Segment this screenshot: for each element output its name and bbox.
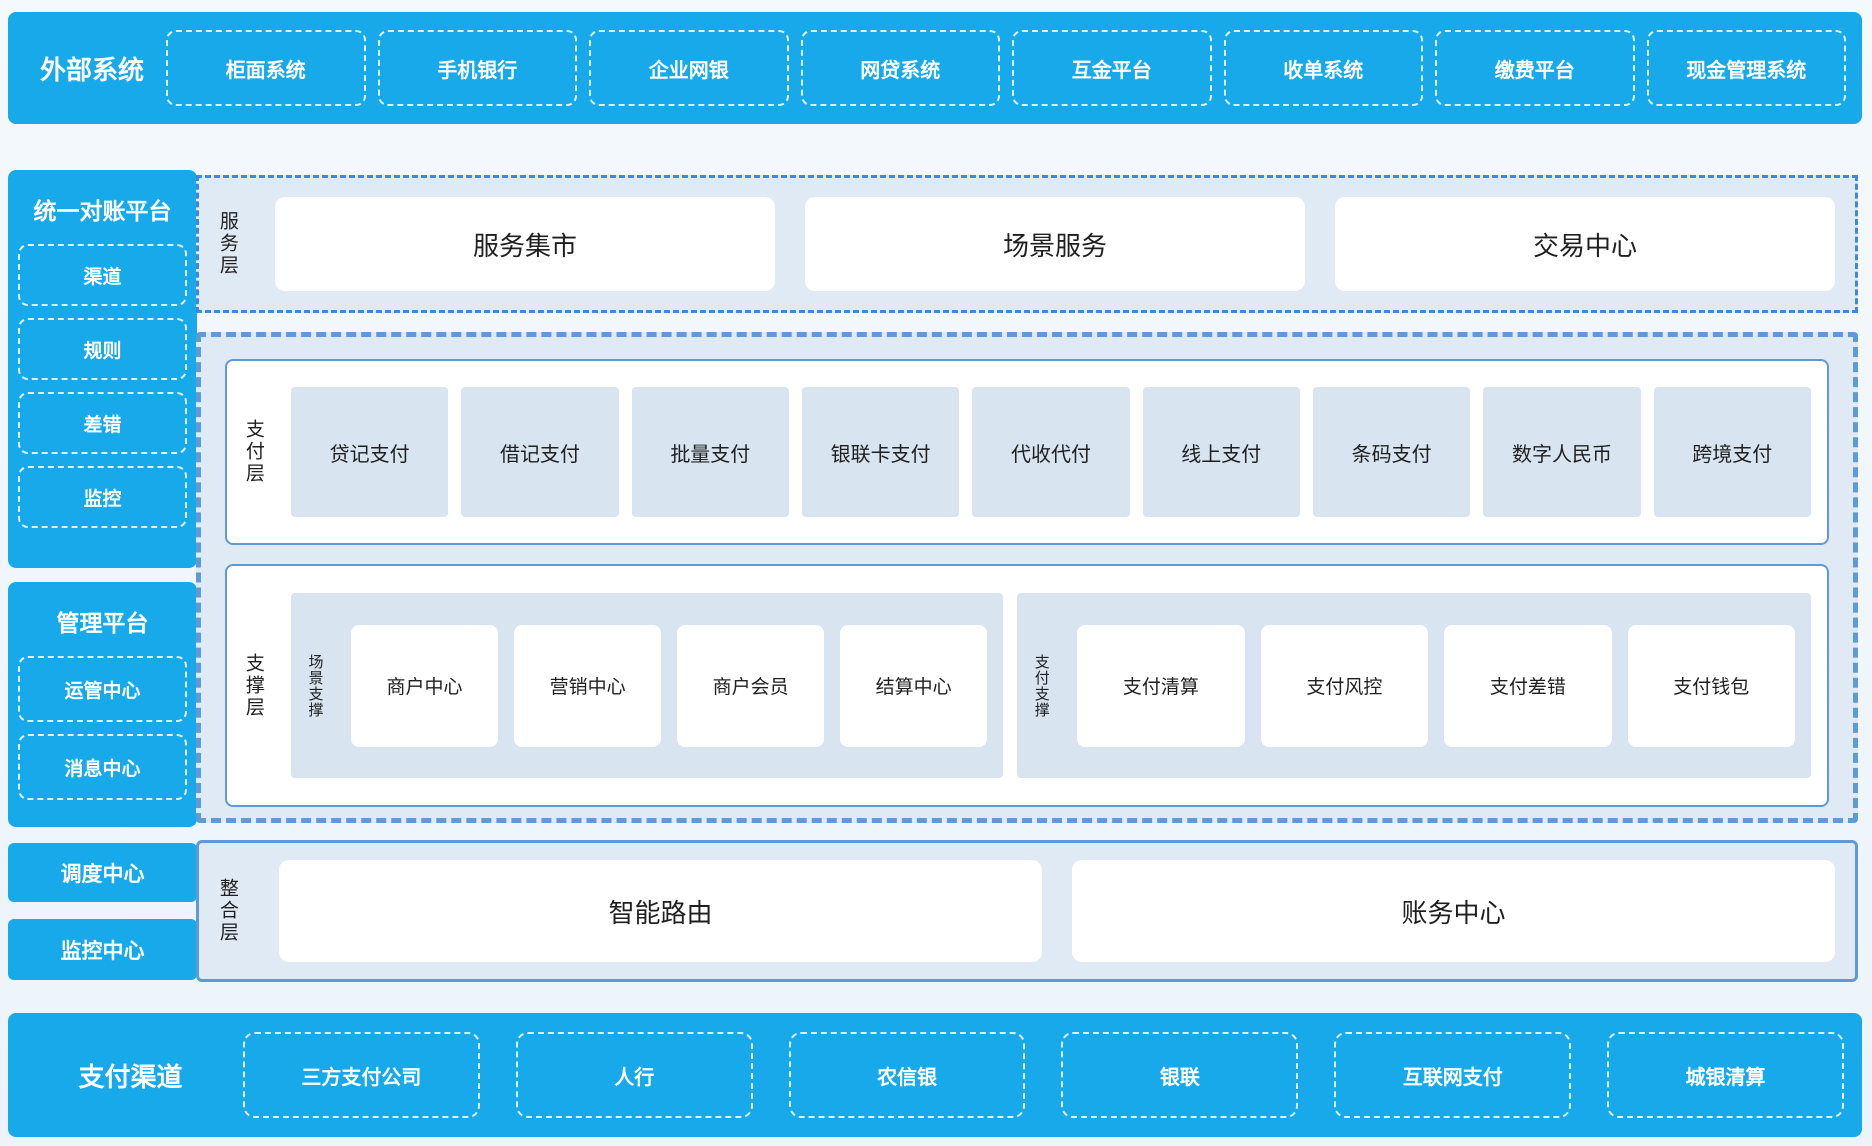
integration-layer-label: 整合层 [216,878,239,944]
service-layer-label: 服务层 [216,211,239,277]
scheduling-center-block: 调度中心 [8,843,197,902]
service-item: 场景服务 [805,197,1305,291]
external-systems-bar: 外部系统 柜面系统手机银行企业网银网贷系统互金平台收单系统缴费平台现金管理系统 [8,12,1862,124]
monitoring-center-block: 监控中心 [8,919,197,980]
external-systems-title: 外部系统 [39,55,144,86]
payment-item: 借记支付 [461,387,619,517]
payment-item: 贷记支付 [291,387,449,517]
payment-support-item: 支付钱包 [1627,624,1795,747]
external-system-item: 手机银行 [377,30,577,106]
reconciliation-item: 渠道 [18,244,187,306]
external-systems-list: 柜面系统手机银行企业网银网贷系统互金平台收单系统缴费平台现金管理系统 [166,30,1846,106]
management-platform-block: 管理平台 运管中心消息中心 [8,582,197,827]
payment-item: 线上支付 [1142,387,1300,517]
integration-layer-items: 智能路由账务中心 [279,860,1835,962]
external-system-item: 互金平台 [1012,30,1212,106]
payment-item: 代收代付 [972,387,1130,517]
payment-channel-item: 互联网支付 [1334,1032,1572,1118]
support-layer-box: 支撑层 场景支撑 商户中心营销中心商户会员结算中心 支付支撑 支付清算支付风控支… [225,564,1829,807]
service-layer-items: 服务集市场景服务交易中心 [275,197,1835,291]
reconciliation-item: 规则 [18,318,187,380]
payment-layer-items: 贷记支付借记支付批量支付银联卡支付代收代付线上支付条码支付数字人民币跨境支付 [291,387,1811,517]
payment-channel-item: 人行 [515,1032,753,1118]
payment-channel-item: 城银清算 [1607,1032,1844,1118]
integration-item: 智能路由 [279,860,1042,962]
external-system-item: 网贷系统 [800,30,1000,106]
reconciliation-items: 渠道规则差错监控 [18,244,187,528]
external-system-item: 收单系统 [1223,30,1423,106]
management-items: 运管中心消息中心 [18,656,187,800]
scene-support-item: 商户会员 [677,624,825,747]
scene-support-group: 场景支撑 商户中心营销中心商户会员结算中心 [291,593,1004,778]
payment-support-group: 支付支撑 支付清算支付风控支付差错支付钱包 [1017,593,1811,778]
payment-support-item: 支付清算 [1077,624,1245,747]
payment-channels-bar: 支付渠道 三方支付公司人行农信银银联互联网支付城银清算 [8,1013,1862,1137]
payment-support-items: 支付清算支付风控支付差错支付钱包 [1077,624,1795,747]
reconciliation-platform-block: 统一对账平台 渠道规则差错监控 [8,170,197,568]
payment-channel-item: 银联 [1061,1032,1299,1118]
payment-channel-item: 三方支付公司 [243,1032,480,1118]
management-item: 运管中心 [18,656,187,722]
payment-layer-box: 支付层 贷记支付借记支付批量支付银联卡支付代收代付线上支付条码支付数字人民币跨境… [225,359,1829,545]
support-layer-label: 支撑层 [242,652,265,719]
service-item: 服务集市 [275,197,775,291]
payment-item: 批量支付 [631,387,789,517]
management-item: 消息中心 [18,734,187,800]
payment-item: 数字人民币 [1483,387,1641,517]
payment-support-item: 支付风控 [1260,624,1429,747]
management-platform-title: 管理平台 [56,611,149,637]
integration-layer-section: 整合层 智能路由账务中心 [196,840,1858,982]
scene-support-items: 商户中心营销中心商户会员结算中心 [351,624,988,747]
scene-support-item: 营销中心 [514,624,662,747]
scene-support-item: 结算中心 [840,624,988,747]
reconciliation-platform-title: 统一对账平台 [33,199,172,225]
reconciliation-item: 监控 [18,466,187,528]
external-system-item: 缴费平台 [1435,30,1635,106]
service-layer-section: 服务层 服务集市场景服务交易中心 [196,175,1858,313]
payment-support-item: 支付差错 [1444,624,1612,747]
core-dashed-container: 支付层 贷记支付借记支付批量支付银联卡支付代收代付线上支付条码支付数字人民币跨境… [196,332,1858,823]
payment-channels-list: 三方支付公司人行农信银银联互联网支付城银清算 [243,1032,1844,1118]
payment-item: 条码支付 [1312,387,1471,517]
scene-support-label: 场景支撑 [306,653,325,718]
service-item: 交易中心 [1335,197,1835,291]
payment-channel-item: 农信银 [788,1032,1026,1118]
integration-item: 账务中心 [1072,860,1835,962]
reconciliation-item: 差错 [18,392,187,454]
payment-support-label: 支付支撑 [1032,653,1051,718]
payment-layer-label: 支付层 [242,419,265,485]
payment-channels-title: 支付渠道 [78,1062,183,1093]
external-system-item: 企业网银 [589,30,789,106]
scene-support-item: 商户中心 [351,624,499,747]
payment-item: 跨境支付 [1653,387,1811,517]
external-system-item: 柜面系统 [166,30,366,106]
payment-item: 银联卡支付 [801,387,960,517]
external-system-item: 现金管理系统 [1646,30,1846,106]
